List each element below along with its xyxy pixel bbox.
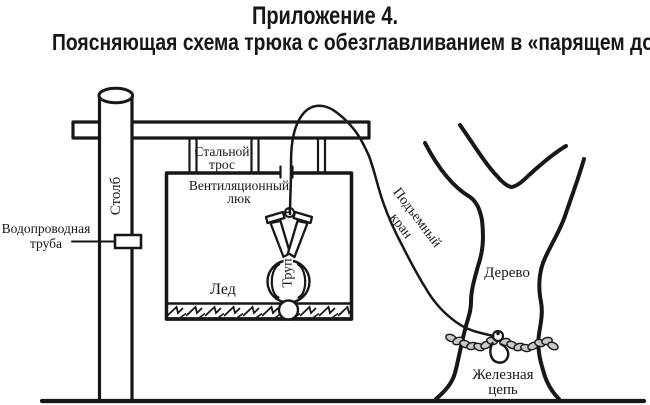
steel-cables — [188, 136, 327, 174]
tree-fork — [458, 123, 568, 189]
water-pipe — [113, 233, 143, 250]
chain-hook — [489, 341, 510, 364]
ice-label: Лед — [210, 281, 236, 298]
chain-label-2: цепь — [488, 382, 518, 398]
corpse-arm-right — [296, 263, 307, 299]
title-line-1: Приложение 4. — [251, 2, 399, 30]
corpse-head — [277, 299, 300, 321]
steel-cable-label-2: трос — [209, 157, 235, 172]
tree — [423, 123, 586, 401]
pole-label: Столб — [108, 176, 124, 215]
vent-hatch-label-2: люк — [227, 191, 251, 206]
corpse-foot-right — [292, 210, 314, 225]
tree-label: Дерево — [484, 265, 530, 281]
tree-right-edge — [536, 157, 586, 401]
ventilation-hatch-ticks — [279, 165, 294, 179]
steel-cable-pair-2 — [250, 136, 260, 174]
corpse-foot-left — [264, 210, 286, 225]
chain-links — [445, 333, 559, 353]
chain-ring-pin — [496, 331, 500, 336]
corpse-arm-left — [270, 263, 281, 299]
corpse — [264, 207, 314, 321]
floating-house-box — [164, 171, 354, 321]
steel-cable-pair-3 — [316, 136, 327, 174]
ice-band — [164, 302, 354, 321]
corpse-leg-right — [286, 219, 309, 259]
corpse-label: Труп — [281, 258, 296, 288]
steel-cable-pair-1 — [188, 136, 198, 174]
water-pipe-label-2: труба — [30, 236, 62, 251]
water-pipe-label-1: Водопроводная — [2, 221, 91, 236]
tree-left-edge — [423, 141, 485, 401]
title-line-2: Поясняющая схема трюка с обезглавливание… — [52, 29, 650, 55]
steel-cable-label-1: Стальной — [194, 144, 249, 159]
pole-top — [97, 86, 135, 105]
iron-chain — [445, 329, 559, 364]
chain-label-1: Железная — [472, 367, 533, 383]
vent-hatch-label-1: Вентиляционный — [189, 178, 289, 193]
crane-rope — [288, 104, 495, 338]
